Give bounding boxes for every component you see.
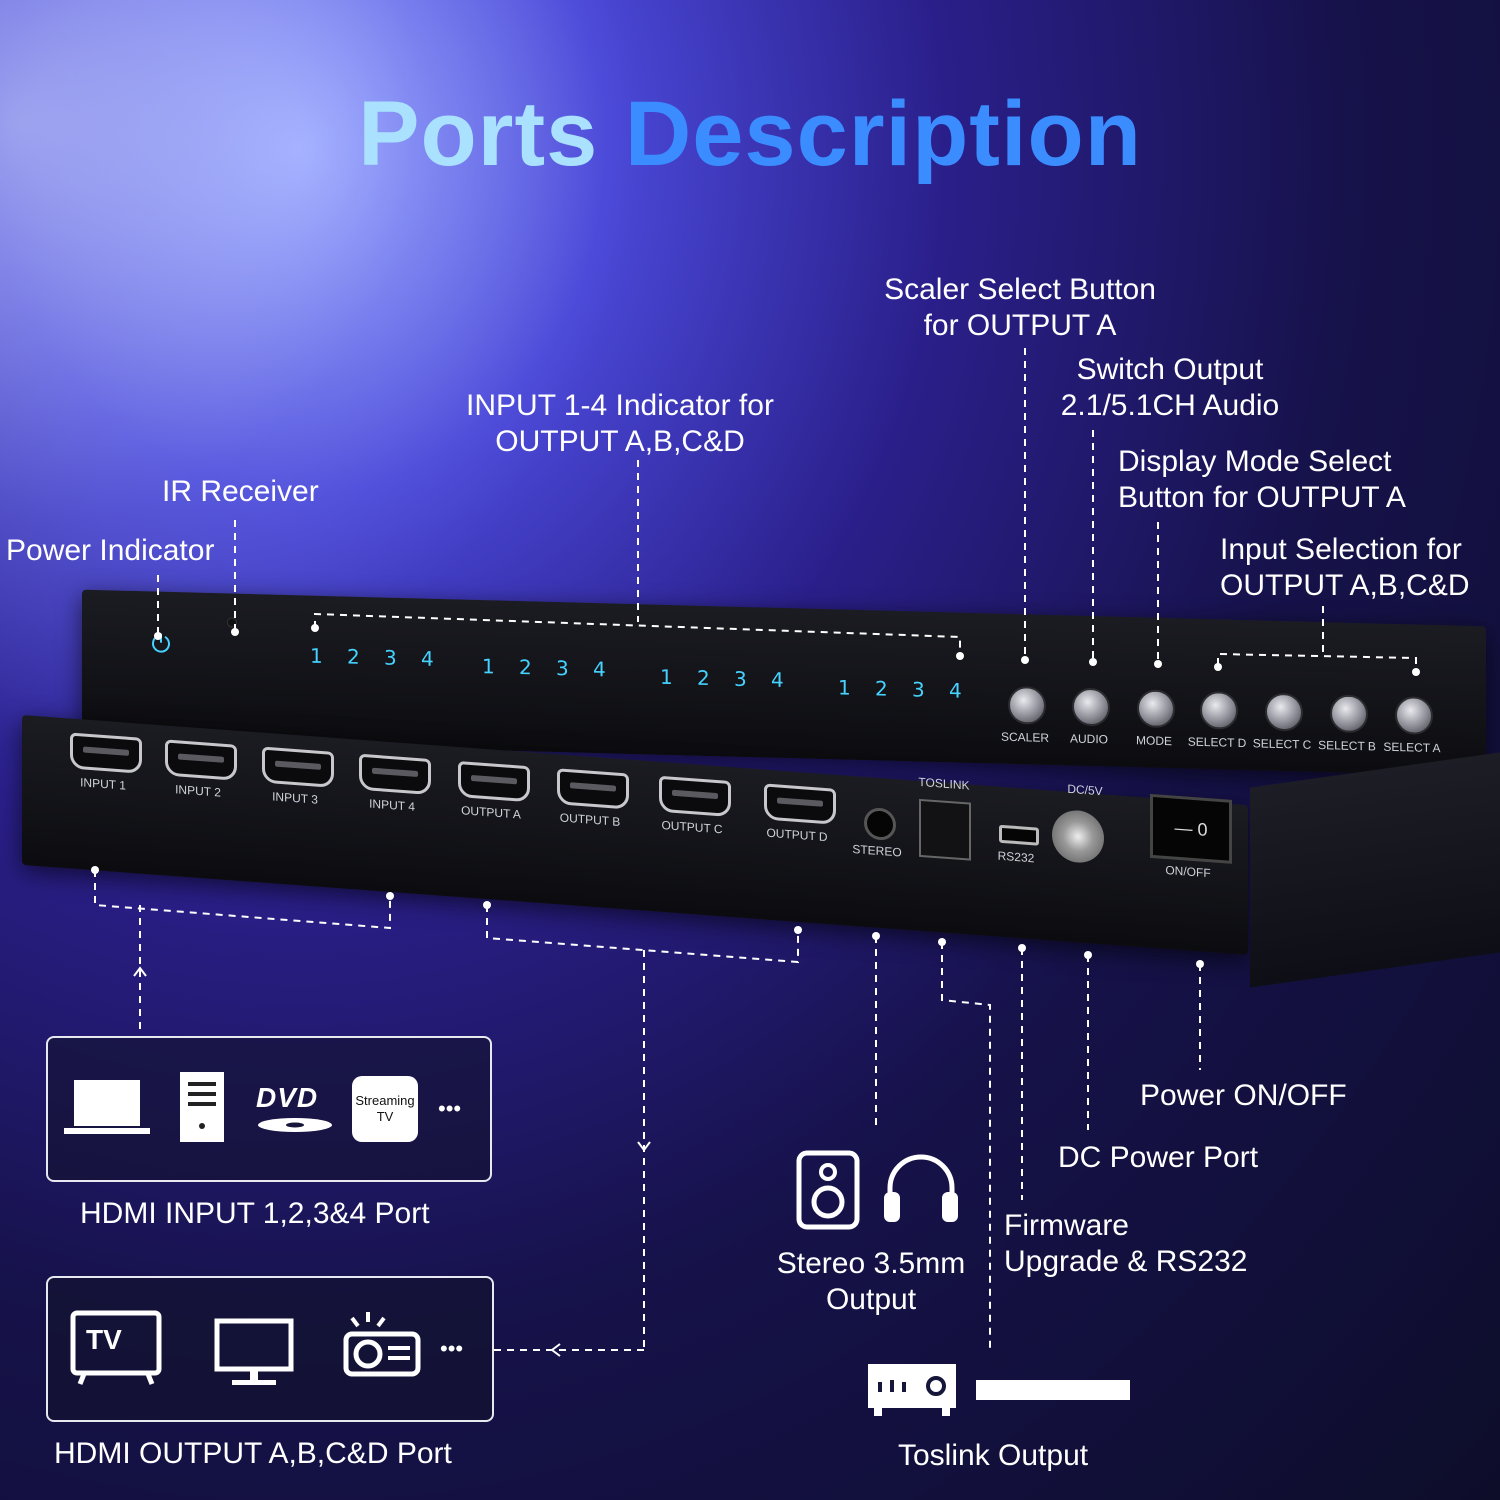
source-devices-box: DVD Streaming TV ••• (46, 1036, 492, 1182)
title-word-description: Description (624, 83, 1142, 185)
label-ir-receiver: IR Receiver (162, 475, 319, 508)
display-devices-box: TV ••• (46, 1276, 494, 1422)
receiver-icon (868, 1364, 956, 1416)
projector-icon (343, 1312, 421, 1377)
headphones-icon (884, 1154, 958, 1222)
monitor-icon (214, 1318, 294, 1385)
page-title: Ports Description (0, 82, 1500, 187)
label-power-indicator: Power Indicator (6, 534, 215, 567)
label-switch-audio: Switch Output 2.1/5.1CH Audio (1060, 353, 1280, 422)
label-input-indicator: INPUT 1-4 Indicator for OUTPUT A,B,C&D (466, 389, 774, 458)
desktop-tower-icon (180, 1072, 224, 1142)
label-scaler-select: Scaler Select Button for OUTPUT A (884, 273, 1156, 342)
speaker-icon (796, 1150, 860, 1230)
streaming-tv-icon: Streaming TV (352, 1076, 418, 1142)
label-input-selection: Input Selection for OUTPUT A,B,C&D (1220, 533, 1470, 602)
label-toslink-output: Toslink Output (898, 1439, 1089, 1472)
soundbar-icon (976, 1380, 1130, 1400)
label-display-mode: Display Mode Select Button for OUTPUT A (1118, 445, 1406, 514)
dvd-disc-icon (258, 1118, 332, 1132)
tv-text: TV (86, 1324, 122, 1355)
label-dc-power: DC Power Port (1058, 1141, 1259, 1174)
title-word-ports: Ports (358, 83, 599, 185)
dvd-icon: DVD (256, 1082, 319, 1113)
label-stereo-output: Stereo 3.5mm Output (776, 1247, 966, 1316)
label-firmware: Firmware Upgrade & RS232 (1004, 1209, 1248, 1278)
laptop-icon (64, 1080, 150, 1134)
label-hdmi-input-port: HDMI INPUT 1,2,3&4 Port (80, 1197, 430, 1230)
more-displays-icon: ••• (440, 1336, 464, 1361)
label-hdmi-output-port: HDMI OUTPUT A,B,C&D Port (54, 1437, 452, 1470)
more-sources-icon: ••• (438, 1096, 462, 1121)
label-power-onoff: Power ON/OFF (1140, 1079, 1347, 1112)
tv-icon (70, 1310, 162, 1385)
